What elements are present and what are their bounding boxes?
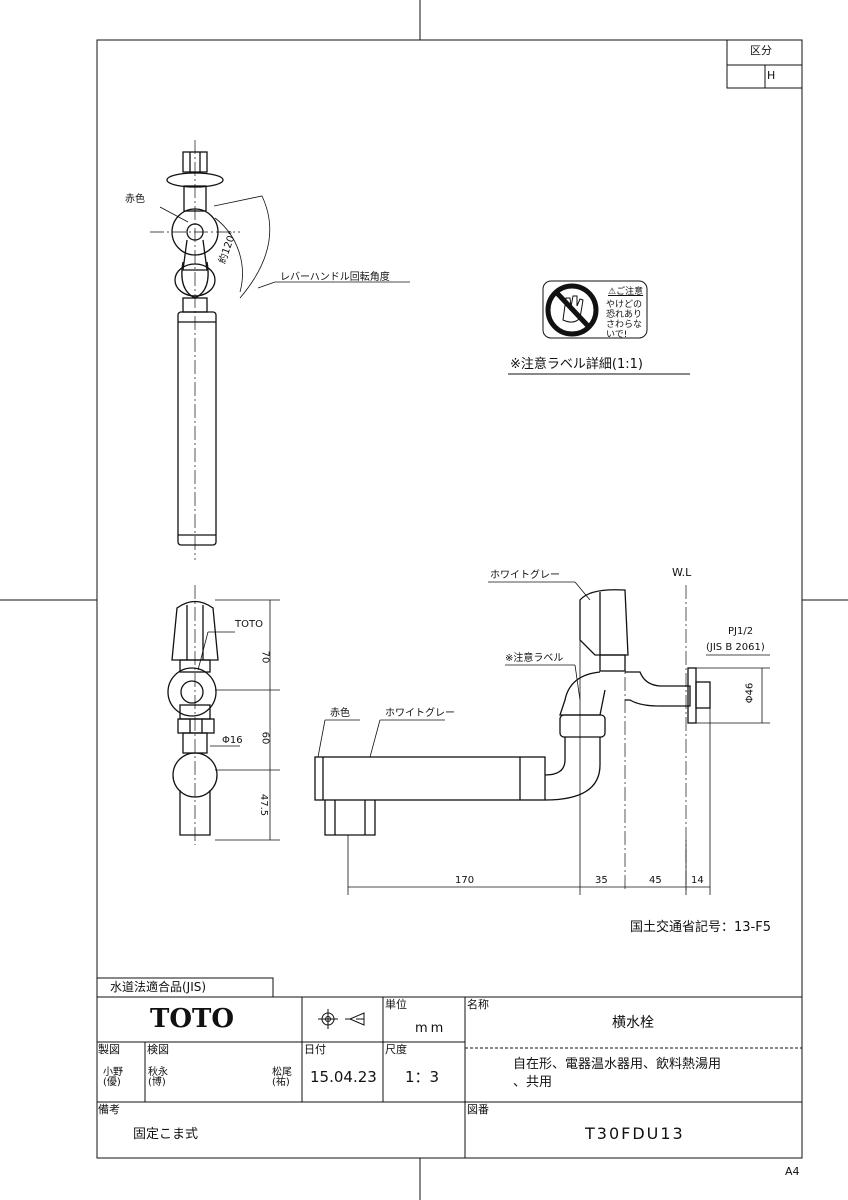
phi16-label: Φ16 [222, 735, 243, 746]
dim-170: 170 [455, 875, 475, 886]
caution-line: さわらな [606, 320, 643, 330]
description-line2: 、共用 [513, 1075, 553, 1090]
jis-ref-label: (JIS B 2061) [706, 642, 765, 653]
remarks-value: 固定こま式 [133, 1127, 199, 1142]
description-line1: 自在形、電器温水器用、飲料熱湯用 [513, 1057, 722, 1072]
paper-size: A4 [785, 1165, 800, 1178]
lever-rotation-label: レバーハンドル回転角度 [280, 272, 390, 283]
caution-label-drawing [508, 280, 690, 375]
toto-mark-label: TOTO [235, 619, 263, 630]
red-color-label-top: 赤色 [125, 194, 145, 205]
dim-70: 70 [259, 650, 271, 664]
checked-label: 検図 [147, 1043, 169, 1056]
checked-by-1: 秋永(博) [148, 1067, 168, 1088]
wl-label: W.L [672, 566, 692, 579]
jis-compliance: 水道法適合品(JIS) [110, 980, 207, 994]
dim-35: 35 [595, 875, 608, 886]
classification-header: 区分 [750, 44, 772, 57]
caution-label-ref: ※注意ラベル [505, 653, 564, 664]
top-view-faucet [150, 140, 410, 560]
unit-value: mm [415, 1021, 447, 1036]
caution-line: やけどの [606, 300, 643, 310]
caution-line: 恐れあり [606, 310, 643, 320]
checked-by-2: 松尾(祐) [272, 1067, 292, 1088]
white-grey-body-label: ホワイトグレー [490, 570, 560, 581]
date-value: 15.04.23 [310, 1068, 377, 1086]
drawn-label: 製図 [98, 1043, 120, 1056]
side-view-faucet [314, 585, 711, 890]
phi46-label: Φ46 [744, 682, 756, 704]
drawing-no-label: 図番 [467, 1103, 489, 1116]
drawing-number: T30FDU13 [585, 1124, 685, 1143]
unit-label: 単位 [385, 998, 407, 1011]
mlit-code: 国土交通省記号：13-F5 [630, 920, 771, 935]
dim-47-5: 47.5 [258, 793, 270, 817]
drawn-by: 小野(優) [103, 1067, 123, 1088]
toto-logo: TOTO [150, 1004, 234, 1034]
classification-value: H [767, 69, 776, 82]
scale-label: 尺度 [385, 1043, 407, 1056]
front-view-dimensions [197, 599, 280, 841]
caution-caption: ※注意ラベル詳細(1:1) [510, 357, 643, 372]
dim-45: 45 [649, 875, 662, 886]
classification-box [726, 39, 803, 89]
caution-title-text: ご注意 [616, 287, 644, 297]
pj-label: PJ1/2 [728, 626, 754, 637]
side-view-dimensions [317, 581, 770, 895]
caution-title: ⚠ご注意 [608, 287, 644, 297]
product-name: 横水栓 [612, 1015, 654, 1031]
title-block-lines [96, 977, 802, 1158]
dim-60: 60 [259, 731, 271, 745]
date-label: 日付 [304, 1043, 326, 1056]
white-grey-spout-label: ホワイトグレー [385, 708, 455, 719]
drawing-border [96, 39, 803, 1159]
red-color-label-side: 赤色 [330, 708, 350, 719]
dim-14: 14 [691, 875, 704, 886]
remarks-label: 備考 [98, 1103, 120, 1116]
caution-lines: やけどの 恐れあり さわらな いで! [606, 300, 642, 340]
name-label: 名称 [467, 998, 489, 1011]
scale-value: 1：3 [405, 1068, 440, 1086]
caution-line: いで! [606, 330, 628, 340]
front-view-faucet [167, 585, 219, 845]
